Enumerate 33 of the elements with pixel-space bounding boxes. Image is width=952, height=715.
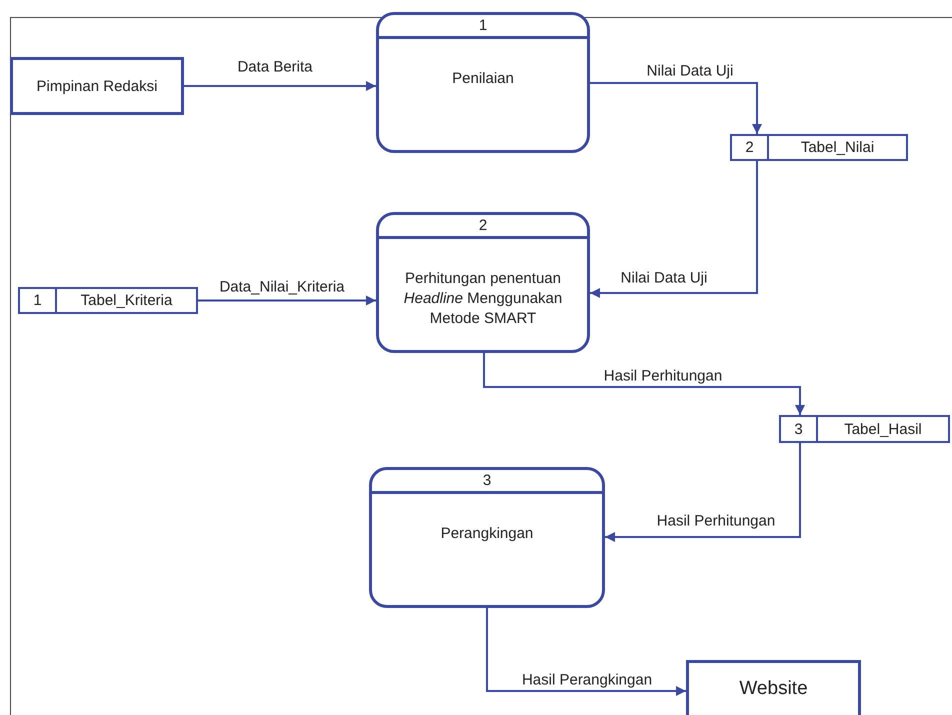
flow-arrow	[486, 608, 686, 696]
flow-arrow	[184, 81, 376, 91]
process-box	[369, 467, 605, 608]
process-box	[376, 12, 590, 153]
store-label: Tabel_Hasil	[844, 422, 922, 436]
store-number: 1	[33, 293, 42, 308]
edge-label: Hasil Perhitungan	[654, 514, 778, 528]
entity-label: Website	[739, 679, 808, 698]
data-store	[18, 287, 198, 314]
process-number: 1	[478, 18, 488, 33]
store-label: Tabel_Nilai	[800, 140, 874, 155]
edge-label: Nilai Data Uji	[644, 64, 736, 78]
process-box	[376, 212, 590, 353]
flow-arrow	[590, 82, 762, 134]
flow-arrow	[605, 443, 801, 542]
external-entity	[10, 57, 184, 115]
data-store	[730, 134, 908, 161]
edge-label: Hasil Perhitungan	[602, 368, 724, 384]
entity-label: Pimpinan Redaksi	[36, 78, 158, 94]
store-number: 3	[794, 422, 803, 436]
process-number: 3	[482, 473, 492, 488]
flow-arrow	[590, 161, 758, 298]
external-entity	[686, 660, 861, 715]
flow-arrow	[483, 353, 805, 415]
store-number: 2	[745, 140, 754, 155]
data-store	[779, 415, 950, 443]
process-label: Perangkingan	[440, 524, 534, 544]
store-label: Tabel_Kriteria	[80, 293, 172, 308]
process-label: Perhitungan penentuan Headline Menggunakan Metode SMART	[402, 269, 564, 329]
process-label: Penilaian	[452, 69, 514, 89]
edge-label: Nilai Data Uji	[618, 270, 710, 286]
process-number: 2	[478, 218, 488, 233]
flow-arrow	[198, 296, 376, 306]
